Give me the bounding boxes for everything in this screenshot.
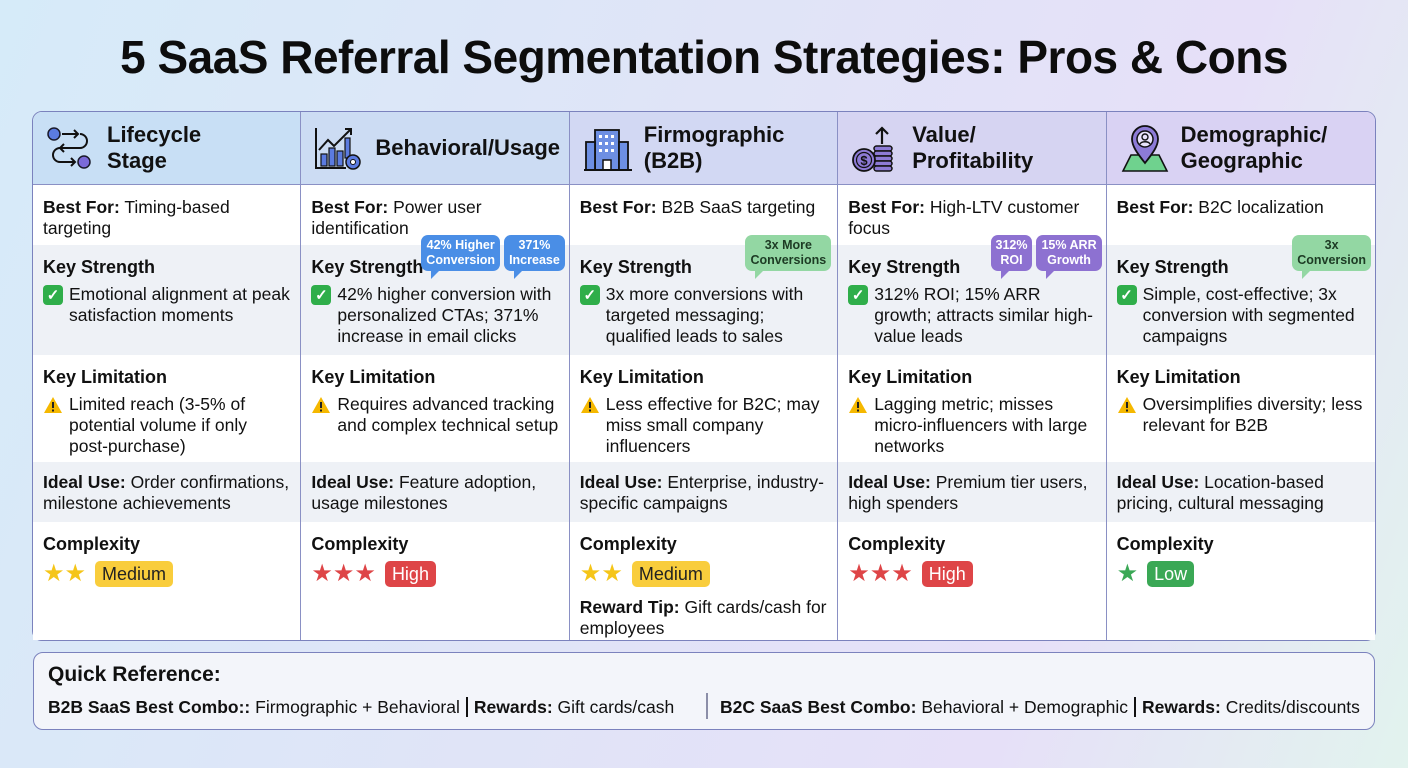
complexity-badge: Low: [1147, 561, 1195, 587]
checkmark-icon: ✓: [579, 285, 600, 305]
ideal-use-row: Ideal Use: Order confirmations, mileston…: [33, 462, 301, 522]
warning-icon: [580, 395, 600, 415]
warning-icon: [311, 395, 331, 415]
key-strength-row: Key Strength ✓Emotional alignment at pea…: [33, 245, 301, 355]
star-rating-icon: ★★★: [311, 560, 376, 587]
column-value-profitability: $ Value/Profitability Best For: High-LTV…: [838, 112, 1107, 640]
warning-icon: [43, 395, 63, 415]
key-limitation-row: Key Limitation Oversimplifies diversity;…: [1106, 355, 1375, 462]
lifecycle-flow-icon: [45, 123, 97, 173]
warning-icon: [1117, 395, 1137, 415]
b2b-combo: B2B SaaS Best Combo:: Firmographic + Beh…: [48, 697, 675, 717]
column-behavioral-usage: Behavioral/Usage Best For: Power user id…: [301, 112, 570, 640]
ideal-use-row: Ideal Use: Premium tier users, high spen…: [838, 462, 1106, 522]
key-limitation-row: Key Limitation Limited reach (3-5% of po…: [33, 355, 301, 462]
stat-callout-bubble: 371%Increase: [504, 235, 565, 279]
checkmark-icon: ✓: [848, 285, 869, 305]
column-title: Value/: [912, 122, 976, 147]
column-demographic-geographic: Demographic/Geographic Best For: B2C loc…: [1106, 112, 1375, 640]
office-building-icon: [582, 123, 634, 173]
column-header: $ Value/Profitability: [838, 112, 1106, 185]
key-limitation-row: Key Limitation Requires advanced trackin…: [301, 355, 569, 462]
analytics-gear-icon: [313, 123, 365, 173]
complexity-badge: Medium: [95, 561, 174, 587]
star-rating-icon: ★★: [43, 560, 87, 587]
complexity-badge: Medium: [631, 561, 710, 587]
checkmark-icon: ✓: [311, 285, 332, 305]
key-limitation-row: Key Limitation Less effective for B2C; m…: [569, 355, 838, 462]
key-limitation-row: Key Limitation Lagging metric; misses mi…: [838, 355, 1106, 462]
star-rating-icon: ★★: [579, 560, 623, 587]
ideal-use-row: Ideal Use: Enterprise, industry-specific…: [569, 462, 838, 522]
complexity-row: Complexity ★★Medium Reward Tip: Gift car…: [569, 522, 838, 640]
column-title: Lifecycle: [107, 122, 202, 147]
star-rating-icon: ★: [1116, 560, 1139, 587]
complexity-row: Complexity ★Low: [1106, 522, 1375, 640]
page-title: 5 SaaS Referral Segmentation Strategies:…: [120, 31, 1288, 83]
complexity-badge: High: [921, 561, 973, 587]
column-title: Behavioral/Usage: [375, 135, 561, 160]
reward-tip: Reward Tip: Gift cards/cash for employee…: [579, 597, 827, 638]
best-for-row: Best For: Timing-based targeting: [33, 185, 301, 245]
complexity-row: Complexity ★★★High: [838, 522, 1106, 640]
divider: [706, 693, 708, 719]
divider: [465, 697, 468, 717]
best-for-row: Best For: B2C localization: [1106, 185, 1375, 245]
ideal-use-row: Ideal Use: Location-based pricing, cultu…: [1106, 462, 1375, 522]
column-header: Firmographic(B2B): [569, 112, 838, 185]
checkmark-icon: ✓: [43, 285, 63, 305]
column-header: Demographic/Geographic: [1106, 112, 1375, 185]
svg-text:$: $: [861, 153, 869, 168]
complexity-badge: High: [384, 561, 436, 587]
column-firmographic: Firmographic(B2B) Best For: B2B SaaS tar…: [569, 112, 839, 640]
complexity-row: Complexity ★★Medium: [33, 522, 301, 640]
ideal-use-row: Ideal Use: Feature adoption, usage miles…: [301, 462, 569, 522]
quick-reference-panel: Quick Reference: B2B SaaS Best Combo:: F…: [33, 652, 1375, 730]
warning-icon: [848, 395, 868, 415]
complexity-row: Complexity ★★★High: [301, 522, 569, 640]
map-pin-icon: [1119, 123, 1171, 173]
quick-reference-title: Quick Reference:: [48, 663, 221, 686]
column-title: Demographic/: [1180, 122, 1328, 147]
b2c-combo: B2C SaaS Best Combo: Behavioral + Demogr…: [720, 697, 1360, 717]
column-title: Firmographic: [643, 122, 785, 147]
star-rating-icon: ★★★: [848, 560, 913, 587]
coin-stack-icon: $: [850, 123, 902, 173]
checkmark-icon: ✓: [1116, 285, 1137, 305]
stat-callout-bubble: 312%ROI: [990, 235, 1033, 279]
divider: [1134, 697, 1137, 717]
column-header: Behavioral/Usage: [301, 112, 569, 185]
